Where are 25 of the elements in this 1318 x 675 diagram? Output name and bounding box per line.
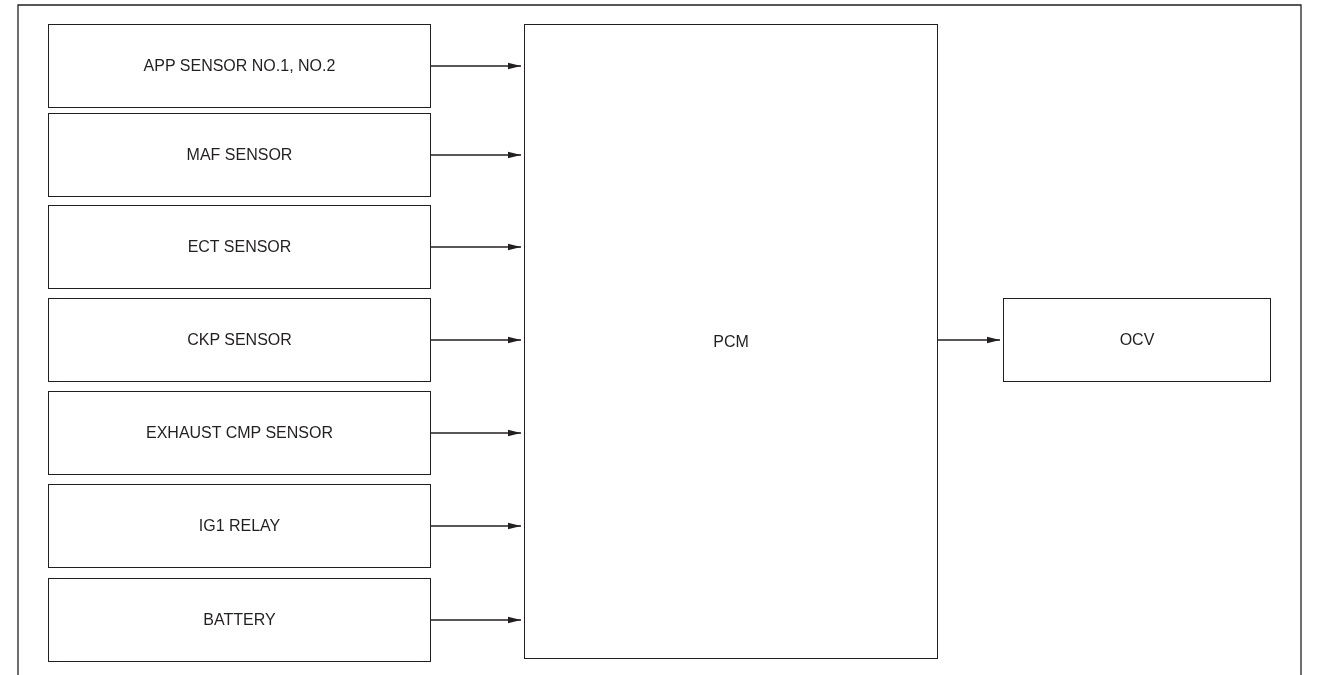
block-label: CKP SENSOR [187, 331, 292, 349]
block-label: EXHAUST CMP SENSOR [146, 424, 333, 442]
arrow [430, 151, 522, 159]
block-box [48, 298, 431, 382]
block-label: MAF SENSOR [186, 146, 293, 164]
arrow [430, 616, 522, 624]
block-label: OCV [1119, 331, 1155, 349]
block-box [48, 578, 431, 662]
block-label: PCM [713, 332, 749, 351]
arrow [430, 243, 522, 251]
block-box [48, 391, 431, 475]
block-box [48, 24, 431, 108]
block-box [48, 205, 431, 289]
arrow [430, 429, 522, 437]
block-label: APP SENSOR NO.1, NO.2 [143, 57, 336, 75]
arrow [430, 62, 522, 70]
block-box [48, 113, 431, 197]
block-box [48, 484, 431, 568]
block-label: IG1 RELAY [198, 517, 281, 535]
arrow [430, 336, 522, 344]
arrow [430, 522, 522, 530]
block-label: BATTERY [203, 611, 276, 629]
block-box [1003, 298, 1271, 382]
block-box [524, 24, 938, 659]
block-label: ECT SENSOR [187, 238, 292, 256]
